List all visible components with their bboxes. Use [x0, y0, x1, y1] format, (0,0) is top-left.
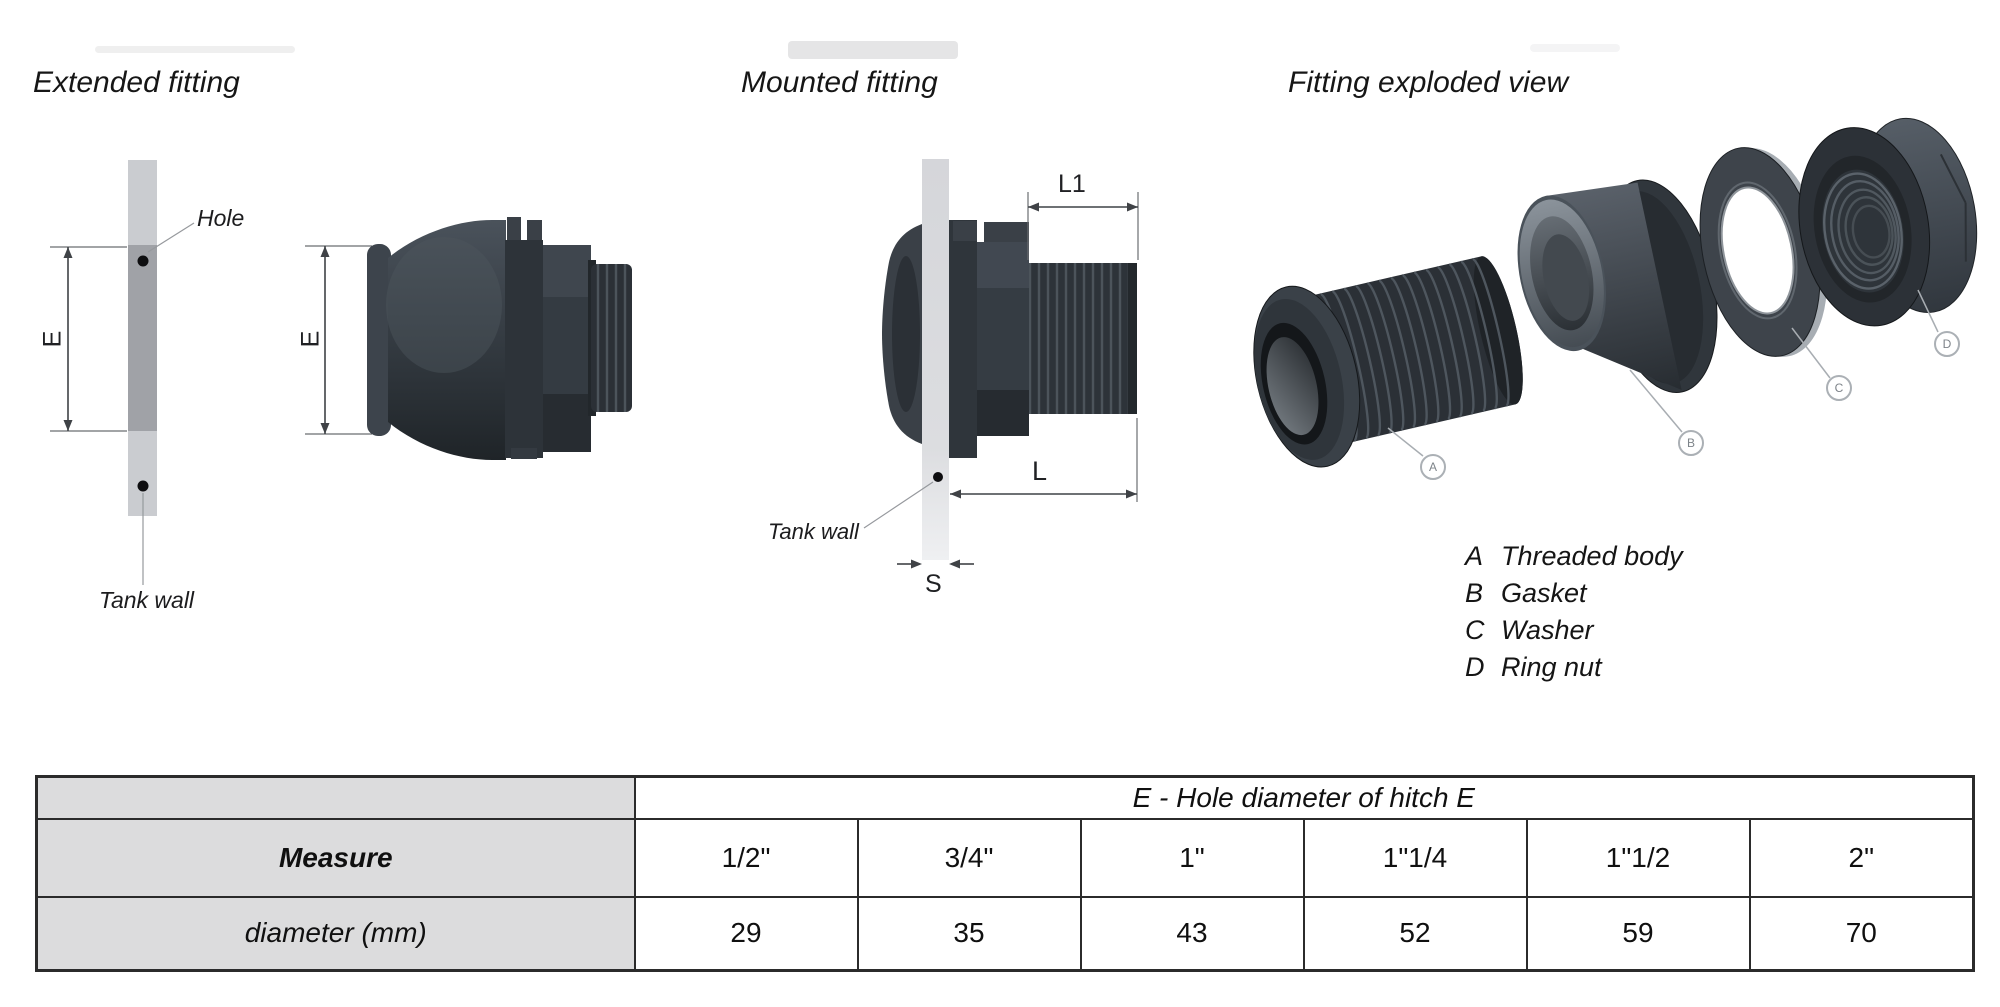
table-header-cell: E - Hole diameter of hitch E	[633, 775, 1975, 820]
mounted-flange-plate	[949, 220, 977, 458]
diameter-cell: 29	[633, 895, 859, 972]
legend-name: Washer	[1501, 615, 1594, 645]
dimension-label-s: S	[925, 570, 942, 598]
legend-letter: C	[1465, 615, 1485, 645]
exploded-part-washer	[1699, 147, 1828, 357]
fitting-body-cone	[388, 220, 506, 460]
exploded-part-threaded-body	[1253, 256, 1523, 468]
callout-circle-b: B	[1678, 430, 1704, 456]
legend-name: Gasket	[1501, 578, 1587, 608]
hole-dot-bottom	[137, 480, 149, 492]
scan-artifact	[1530, 44, 1620, 52]
diameter-cell: 52	[1302, 895, 1528, 972]
dimension-label-l: L	[1032, 456, 1048, 486]
diameter-cell: 35	[856, 895, 1082, 972]
tank-wall-shape-mounted	[922, 159, 949, 560]
size-cell: 1"	[1079, 817, 1305, 898]
exploded-view-drawing	[1253, 117, 1978, 468]
diameter-row-label: diameter (mm)	[35, 895, 636, 972]
hole-dot-top	[137, 255, 149, 267]
extended-wall-diagram	[50, 160, 195, 585]
exploded-part-gasket	[1517, 179, 1718, 393]
diameter-cell: 59	[1525, 895, 1751, 972]
legend-item: C Washer	[1465, 615, 1683, 652]
size-cell: 1"1/2	[1525, 817, 1751, 898]
mounted-fitting-title: Mounted fitting	[741, 66, 938, 99]
exploded-legend: A Threaded body B Gasket C Washer D Ring…	[1465, 541, 1683, 689]
dimension-label-e-fitting: E	[296, 330, 325, 348]
measure-row-label: Measure	[35, 817, 636, 898]
dimension-label-l1: L1	[1058, 170, 1086, 198]
fitting-flange-lip	[367, 244, 391, 436]
tank-wall-leader-mounted	[863, 481, 934, 529]
legend-item: A Threaded body	[1465, 541, 1683, 578]
hole-label: Hole	[197, 205, 245, 231]
dimension-arrow-s	[911, 559, 922, 569]
tank-wall-label-left: Tank wall	[99, 587, 195, 613]
tank-wall-label-mounted: Tank wall	[768, 519, 859, 544]
legend-item: B Gasket	[1465, 578, 1683, 615]
table-corner-cell	[35, 775, 636, 820]
size-cell: 3/4"	[856, 817, 1082, 898]
exploded-part-ring-nut	[1798, 117, 1978, 327]
callout-leader-b	[1629, 369, 1683, 433]
scan-artifact	[95, 46, 295, 53]
mounted-fitting-drawing	[863, 159, 1139, 569]
legend-letter: B	[1465, 578, 1484, 608]
legend-item: D Ring nut	[1465, 652, 1683, 689]
table-row: diameter (mm) 29 35 43 52 59 70	[35, 895, 1975, 972]
size-cell: 2"	[1748, 817, 1975, 898]
hole-diameter-table: E - Hole diameter of hitch E Measure 1/2…	[35, 775, 1976, 972]
callout-circle-a: A	[1420, 454, 1446, 480]
diameter-cell: 43	[1079, 895, 1305, 972]
hole-leader-line	[147, 222, 195, 253]
table-row: E - Hole diameter of hitch E	[35, 775, 1975, 820]
diameter-cell: 70	[1748, 895, 1975, 972]
size-cell: 1/2"	[633, 817, 859, 898]
table-row: Measure 1/2" 3/4" 1" 1"1/4 1"1/2 2"	[35, 817, 1975, 898]
fitting-flange-plate	[505, 240, 543, 458]
legend-name: Threaded body	[1501, 541, 1683, 571]
callout-circle-c: C	[1826, 375, 1852, 401]
extended-fitting-title: Extended fitting	[33, 66, 240, 99]
legend-letter: D	[1465, 652, 1485, 682]
legend-letter: A	[1465, 541, 1484, 571]
callout-leader-c	[1791, 327, 1831, 379]
scan-artifact	[788, 41, 958, 59]
hole-dot-mounted	[933, 472, 943, 482]
callout-leader-a	[1387, 427, 1424, 457]
callout-circle-d: D	[1934, 331, 1960, 357]
callout-leader-d	[1917, 289, 1939, 333]
exploded-view-title: Fitting exploded view	[1288, 66, 1569, 99]
dimension-label-e-wall: E	[38, 330, 67, 348]
size-cell: 1"1/4	[1302, 817, 1528, 898]
extended-fitting-drawing	[305, 217, 632, 460]
legend-name: Ring nut	[1501, 652, 1602, 682]
